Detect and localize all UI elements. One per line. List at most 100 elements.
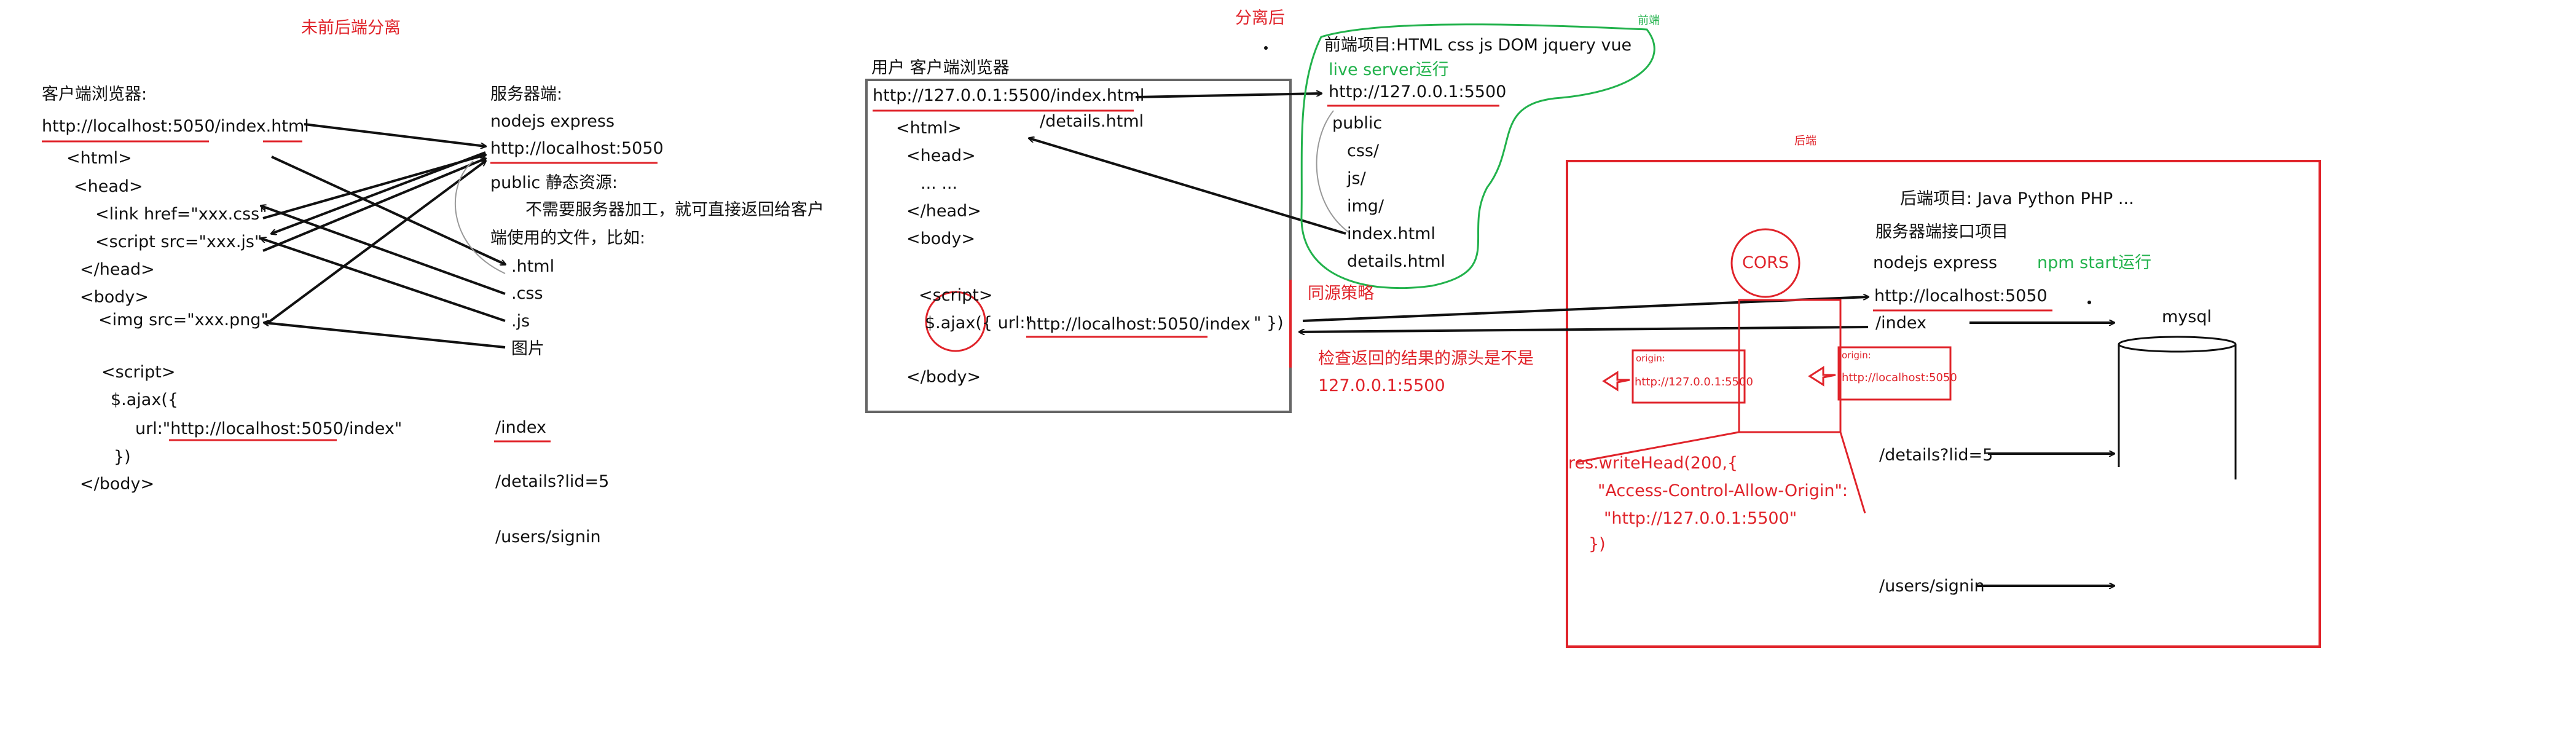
backend-api-label: 服务器端接口项目 [1875,223,2008,242]
origin-right-value: http://localhost:5050 [1842,371,1957,384]
curve-liveserver-to-files [1316,110,1349,233]
html-line: <link href="xxx.css" [95,205,267,224]
script-line: <script> [101,363,176,382]
write-head-line: "http://127.0.0.1:5500" [1604,509,1797,528]
middle-title: 分离后 [1235,9,1285,28]
client-label: 客户端浏览器: [42,85,147,104]
backend-url: http://localhost:5050 [1874,286,2048,305]
backend-route: /details?lid=5 [1879,446,1993,465]
curve-server-to-files [454,160,506,274]
cors-bracket [1738,299,1842,433]
frontend-boundary [1300,23,1655,290]
script-line: }) [114,447,131,467]
arrow-img-to-server [264,161,485,326]
left-title: 未前后端分离 [301,18,401,37]
frontend-tag: 前端 [1638,14,1660,27]
html-line: <body> [80,288,149,307]
origin-right-box [1837,346,1952,401]
write-head-line: res.writeHead(200,{ [1568,454,1738,473]
script-line: $.ajax({ [111,390,179,409]
cors-circle [1730,228,1800,298]
backend-route: /users/signin [1879,577,1985,596]
frontend-project-label: 前端项目:HTML css js DOM jquery vue [1324,36,1632,55]
html-line: <img src="xxx.png" [98,310,269,329]
static-file: 图片 [511,339,544,358]
arrow-js-to-script [261,238,506,322]
ajax-highlight-circle [925,291,986,352]
frontend-file: index.html [1347,224,1435,243]
browser-label: 用户 客户端浏览器 [871,58,1010,77]
frontend-file: img/ [1347,197,1384,216]
same-origin-label: 同源策略 [1308,284,1374,303]
frontend-file: details.html [1347,252,1446,271]
static-desc: 端使用的文件，比如: [490,229,646,248]
origin-left-box [1632,349,1746,404]
route-item: /details?lid=5 [495,472,610,491]
backend-frame [1566,160,2321,648]
static-label: public 静态资源: [490,173,618,192]
arrow-image-to-img [264,323,506,349]
static-file: .css [511,284,543,303]
same-origin-desc: 检查返回的结果的源头是不是 [1318,349,1534,368]
same-origin-desc: 127.0.0.1:5500 [1318,376,1445,395]
html-line: ... ... [921,174,958,193]
static-file: .js [511,312,530,331]
ajax-prefix: $.ajax({ url:" [925,313,1033,333]
liveserver-label: live server运行 [1329,60,1449,79]
arrow-client-to-server [304,123,485,146]
frontend-file: css/ [1347,141,1380,160]
mysql-label: mysql [2162,307,2212,326]
write-head-line: }) [1588,535,1606,554]
client-url: http://localhost:5050/index.html [42,117,309,136]
details-path: /details.html [1040,112,1144,131]
cors-leg-left [1576,431,1740,463]
ajax-suffix: " }) [1254,313,1284,333]
static-file: .html [511,257,555,276]
arrow-link-to-server [262,155,485,219]
origin-tag: origin: [1636,353,1665,364]
html-line: </head> [80,260,155,279]
static-desc: 不需要服务器加工，就可直接返回给客户 [525,200,824,219]
browser-url: http://127.0.0.1:5500/index.html [873,86,1145,105]
body-close: </body> [906,368,981,387]
frontend-file: public [1332,114,1383,133]
cors-label: CORS [1742,253,1789,272]
arrow-css-to-link [261,206,506,295]
arrow-index-to-browser [1029,138,1346,235]
route-item: /users/signin [495,527,601,546]
backend-project-label: 后端项目: Java Python PHP ... [1900,189,2134,208]
npm-start-label: npm start运行 [2037,253,2152,272]
html-line: <body> [906,229,976,248]
script-line: url:"http://localhost:5050/index" [135,419,402,438]
write-head-line: "Access-Control-Allow-Origin": [1598,481,1848,500]
hollow-arrow-left [1602,371,1630,392]
html-line: </head> [906,202,981,221]
hollow-arrow-right [1808,366,1836,387]
html-line: <head> [906,146,976,165]
arrow-browser-to-liveserver [1135,93,1321,98]
arrow-backend-to-ajax [1300,326,1869,332]
server-stack: nodejs express [490,112,615,131]
frontend-file: js/ [1347,169,1366,188]
html-line: <html> [896,119,962,138]
stray-dot [2087,301,2091,304]
backend-stack: nodejs express [1873,253,1998,272]
mysql-cylinder-top [2118,336,2237,353]
html-line: <script src="xxx.js" [95,232,262,251]
script-open: <script> [919,286,993,305]
origin-left-value: http://127.0.0.1:5500 [1635,376,1753,388]
ajax-url: http://localhost:5050/index [1026,315,1251,334]
cors-leg-right [1839,432,1866,514]
server-url: http://localhost:5050 [490,139,664,158]
html-line: <head> [74,177,143,196]
route-item: /index [495,418,546,437]
server-label: 服务器端: [490,85,563,104]
frontend-url: http://127.0.0.1:5500 [1329,82,1507,101]
stray-dot [1264,46,1268,50]
html-line: <html> [66,149,132,168]
arrow-head-to-html [271,156,505,264]
origin-tag: origin: [1842,350,1871,361]
browser-frame [865,79,1292,413]
